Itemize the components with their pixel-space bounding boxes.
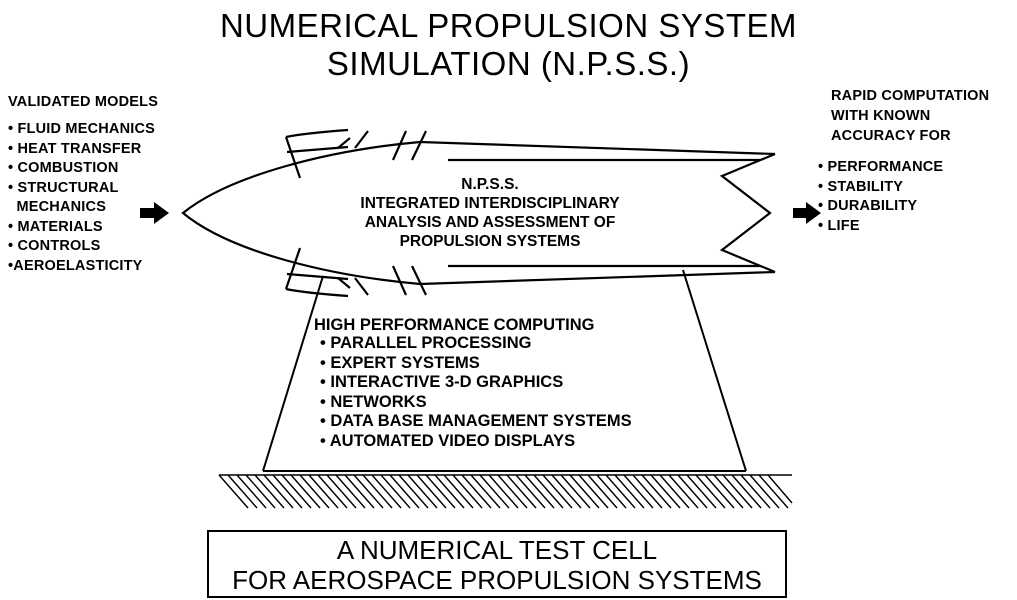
list-item: • PARALLEL PROCESSING [320, 334, 532, 352]
list-item: • STABILITY [818, 178, 904, 195]
list-item: • CONTROLS [8, 238, 101, 254]
engine-outline [181, 128, 776, 298]
title-line-1: NUMERICAL PROPULSION SYSTEM [219, 7, 798, 44]
list-item: • STRUCTURAL [8, 179, 119, 196]
list-item: • HEAT TRANSFER [8, 140, 142, 157]
heading-line: WITH KNOWN [831, 108, 931, 124]
list-item: • NETWORKS [320, 392, 427, 411]
list-item: • MATERIALS [8, 218, 103, 235]
validated-models-heading: VALIDATED MODELS [8, 94, 159, 110]
engine-label-line: N.P.S.S. [461, 176, 519, 193]
list-item: • PERFORMANCE [818, 159, 944, 175]
list-item: • DURABILITY [818, 198, 918, 214]
list-item: • DATA BASE MANAGEMENT SYSTEMS [320, 412, 632, 430]
output-arrow-icon [793, 202, 821, 224]
engine-label-line: ANALYSIS AND ASSESSMENT OF [364, 214, 616, 231]
list-item: • LIFE [818, 217, 860, 234]
validated-models-list: • FLUID MECHANICS • HEAT TRANSFER • COMB… [8, 120, 155, 276]
test-cell-box: A NUMERICAL TEST CELL FOR AEROSPACE PROP… [207, 530, 787, 598]
hpc-heading: HIGH PERFORMANCE COMPUTING [314, 316, 595, 334]
engine-label-line: PROPULSION SYSTEMS [399, 233, 581, 250]
ground-hatching [218, 474, 793, 509]
list-item: • COMBUSTION [8, 160, 119, 176]
list-item: MECHANICS [8, 199, 107, 215]
engine-label-line: INTEGRATED INTERDISCIPLINARY [360, 195, 620, 212]
accuracy-list: • PERFORMANCE • STABILITY • DURABILITY •… [818, 158, 943, 236]
list-item: • FLUID MECHANICS [8, 121, 156, 137]
heading-line: ACCURACY FOR [831, 128, 951, 144]
list-item: • EXPERT SYSTEMS [320, 353, 480, 372]
engine-label: N.P.S.S. INTEGRATED INTERDISCIPLINARY AN… [340, 175, 640, 251]
list-item: • AUTOMATED VIDEO DISPLAYS [320, 431, 576, 450]
hpc-list: • PARALLEL PROCESSING • EXPERT SYSTEMS •… [320, 334, 632, 451]
test-cell-line-2: FOR AEROSPACE PROPULSION SYSTEMS [232, 565, 762, 595]
input-arrow-icon [140, 202, 169, 224]
pedestal [262, 269, 747, 472]
list-item: •AEROELASTICITY [8, 257, 143, 274]
title-line-2: SIMULATION (N.P.S.S.) [326, 45, 691, 82]
heading-line: RAPID COMPUTATION [831, 88, 990, 104]
rapid-computation-heading: RAPID COMPUTATION WITH KNOWN ACCURACY FO… [831, 86, 989, 146]
test-cell-line-1: A NUMERICAL TEST CELL [336, 535, 658, 565]
list-item: • INTERACTIVE 3-D GRAPHICS [320, 373, 564, 391]
